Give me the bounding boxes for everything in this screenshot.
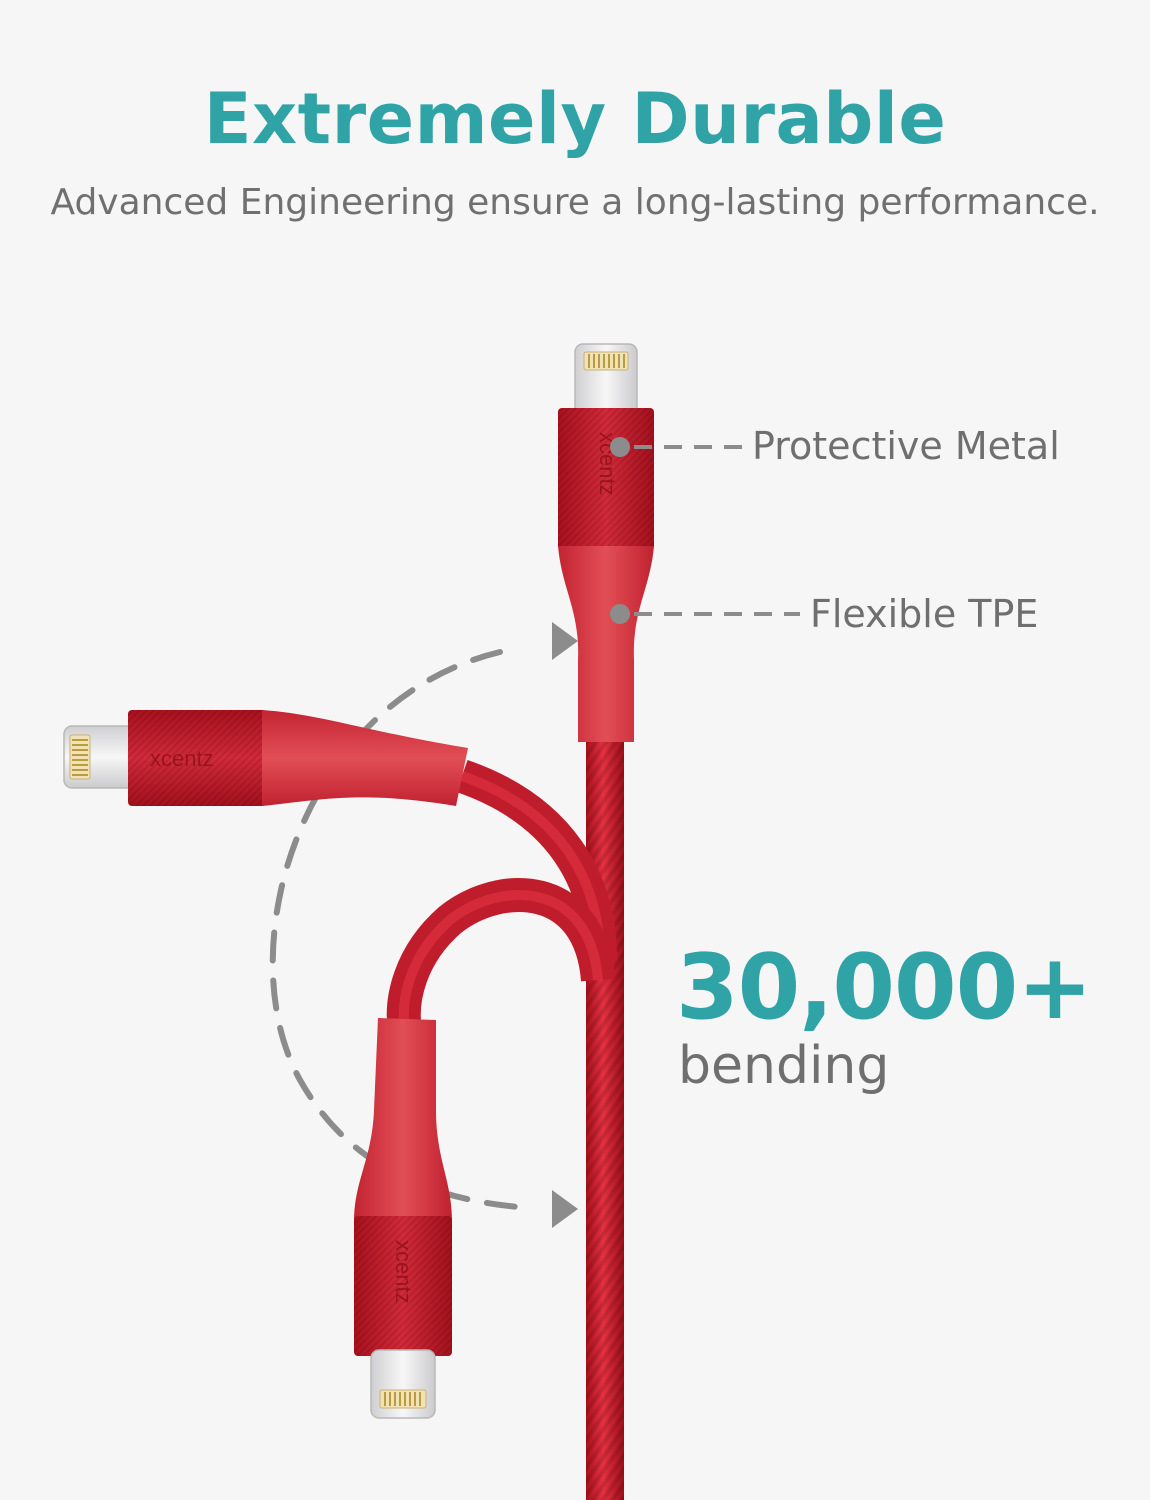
callout-pointer-metal	[610, 437, 742, 457]
page-title: Extremely Durable	[203, 78, 947, 160]
callout-pointer-tpe	[610, 604, 800, 624]
bend-count: 30,000+	[676, 935, 1093, 1040]
callout-protective-metal: Protective Metal	[752, 424, 1060, 468]
left-connector: xcentz	[63, 710, 468, 806]
main-cable	[586, 738, 624, 1500]
arrow-up-icon	[552, 622, 578, 660]
curved-cable-lower	[386, 878, 615, 1033]
brand-logo-left: xcentz	[150, 746, 214, 771]
callout-flexible-tpe: Flexible TPE	[810, 592, 1039, 636]
top-connector: xcentz	[558, 343, 654, 742]
arrow-down-icon	[552, 1190, 578, 1228]
brand-logo-bottom: xcentz	[391, 1240, 416, 1304]
bottom-connector: xcentz	[354, 1018, 452, 1419]
bend-count-label: bending	[678, 1036, 890, 1096]
page-subtitle: Advanced Engineering ensure a long-lasti…	[50, 182, 1100, 223]
